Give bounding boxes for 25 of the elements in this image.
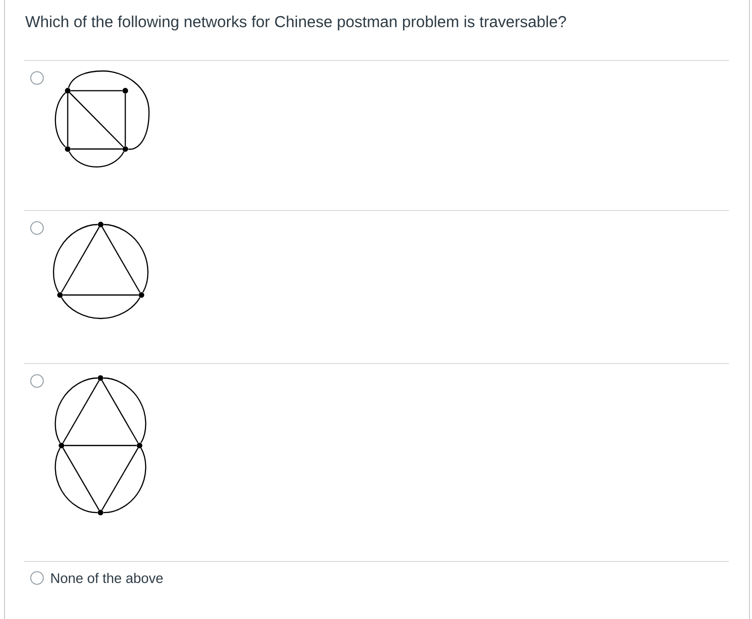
curved-edge <box>103 377 146 444</box>
edge-line <box>67 94 68 146</box>
edge-line <box>70 90 122 92</box>
curved-edge <box>54 92 66 148</box>
curved-edge <box>54 377 98 444</box>
edge-line <box>102 226 140 293</box>
curved-edge <box>68 151 124 168</box>
edge-line <box>62 448 100 510</box>
option-text: None of the above <box>51 572 163 584</box>
curved-edge <box>103 448 146 514</box>
curved-edge <box>52 224 98 293</box>
edge-line <box>102 380 138 444</box>
curved-edge <box>104 224 148 293</box>
question-text: Which of the following networks for Chinese postman problem is traversable? <box>25 16 566 30</box>
curved-edge <box>54 448 98 514</box>
edge-line <box>69 92 124 148</box>
curved-edge <box>68 70 150 150</box>
edge-line <box>62 380 100 444</box>
edge-line <box>102 448 138 510</box>
edge-line <box>64 444 136 446</box>
edge-line <box>124 94 126 146</box>
edge-line <box>70 148 122 150</box>
edge-line <box>63 294 138 296</box>
curved-edge <box>61 297 140 320</box>
edge-line <box>61 226 100 293</box>
